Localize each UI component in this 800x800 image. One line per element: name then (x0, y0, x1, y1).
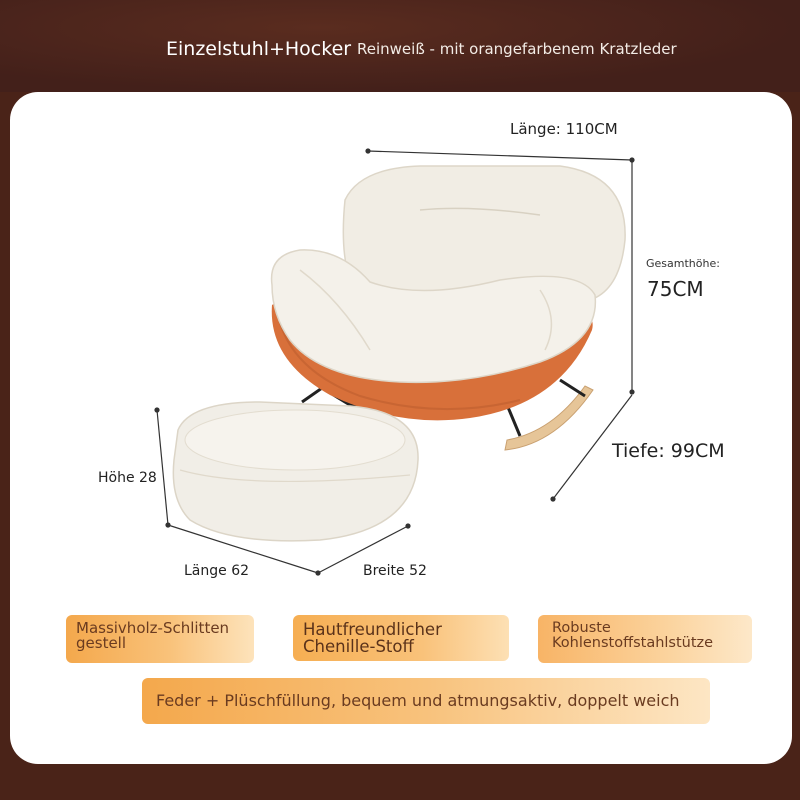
header-banner: Einzelstuhl+Hocker Reinweiß - mit orange… (0, 0, 800, 92)
total-height-label: Gesamthöhe: (646, 257, 720, 270)
ottoman-length-label: Länge 62 (184, 563, 250, 579)
ottoman-length-line (167, 524, 319, 574)
ottoman-width-label: Breite 52 (363, 563, 427, 579)
feature-steel-support: Robuste Kohlenstoffstahlstütze (538, 615, 752, 663)
chair-depth-line (552, 394, 633, 500)
chair-length-line (367, 150, 633, 161)
chair-depth-label: Tiefe: 99CM (612, 440, 725, 462)
chair-length-label: Länge: 110CM (510, 120, 618, 138)
feature-filling: Feder + Plüschfüllung, bequem und atmung… (142, 678, 710, 724)
ottoman-width-line (317, 525, 409, 574)
backrest-cushion (342, 165, 626, 301)
ottoman-height-line (156, 409, 169, 526)
product-title: Einzelstuhl+Hocker (166, 38, 352, 60)
wooden-runner (504, 385, 594, 451)
product-subtitle: Reinweiß - mit orangefarbenem Kratzleder (357, 40, 677, 58)
rocking-chair (270, 165, 626, 451)
ottoman-height-label: Höhe 28 (98, 470, 157, 486)
total-height-value: 75CM (647, 277, 704, 301)
feature-wood-runner: Massivholz-Schlitten gestell (66, 615, 254, 663)
dimension-lines (154, 148, 635, 576)
seat-cushion (270, 249, 597, 384)
ottoman (172, 401, 419, 542)
feature-chenille-fabric: Hautfreundlicher Chenille-Stoff (293, 615, 509, 661)
